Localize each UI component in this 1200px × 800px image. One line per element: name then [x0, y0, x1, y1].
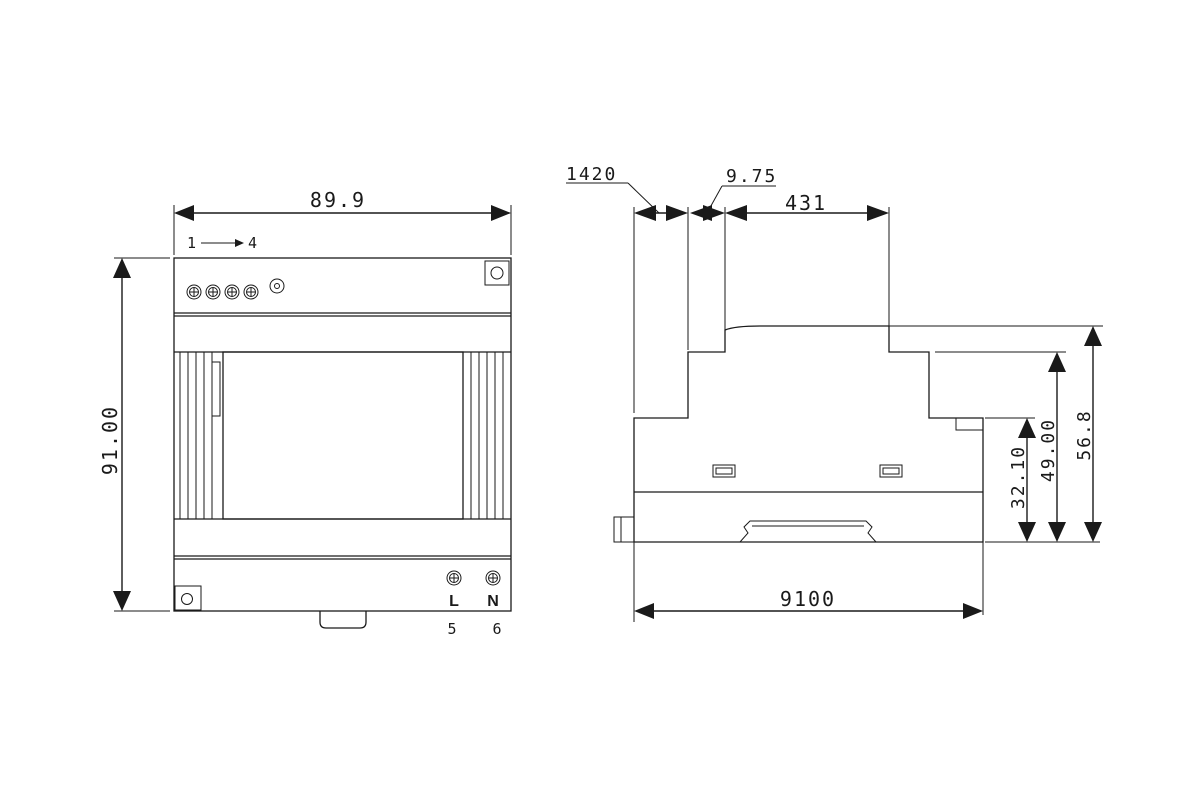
terminal-n-label: N [487, 593, 499, 610]
dim-h3-label: 56.8 [1074, 409, 1095, 460]
input-terminal-l: L 5 [446, 570, 462, 638]
input-terminal-n: N 6 [485, 570, 502, 638]
terminal-screw-icon [205, 284, 221, 300]
side-height-dimensions: 32.10 49.00 56.8 [862, 325, 1103, 543]
terminal-n-number: 6 [492, 620, 501, 638]
terminal-l-number: 5 [447, 620, 456, 638]
dim-b-label: 9.75 [726, 166, 777, 187]
din-rail-channel [739, 520, 877, 543]
adjust-potentiometer-icon [269, 278, 285, 294]
terminal-l-label: L [449, 593, 459, 610]
side-view: 1420 9.75 431 9100 32.10 [566, 164, 1103, 622]
left-vent-ribs [179, 352, 221, 519]
terminal-screw-icon [186, 284, 202, 300]
terminal-range-end: 4 [248, 234, 257, 252]
dim-h1-label: 32.10 [1008, 445, 1029, 509]
dim-a-label: 1420 [566, 164, 617, 185]
front-housing [173, 257, 512, 612]
led-window-icon [174, 585, 202, 611]
terminal-screw-icon [243, 284, 259, 300]
led-window-icon [484, 260, 510, 286]
terminal-screw-icon [224, 284, 240, 300]
dim-h2-label: 49.00 [1038, 418, 1059, 482]
side-slot-icon [879, 464, 903, 478]
dim-total-width-label: 9100 [780, 587, 836, 611]
side-width-dimension: 9100 [633, 542, 984, 622]
front-panel [222, 351, 464, 520]
front-height-dimension: 91.00 [98, 257, 170, 612]
terminal-range-note: 1 4 [187, 234, 257, 252]
terminal-range-start: 1 [187, 234, 196, 252]
dim-c-label: 431 [785, 191, 827, 215]
front-height-label: 91.00 [98, 405, 122, 475]
front-width-dimension: 89.9 [173, 188, 512, 255]
din-clip-tab [319, 611, 367, 629]
side-profile [633, 325, 984, 543]
front-width-label: 89.9 [310, 188, 366, 212]
side-latch [955, 417, 984, 431]
front-view: 89.9 91.00 1 4 [98, 188, 512, 638]
right-vent-ribs [470, 352, 504, 519]
side-slot-icon [712, 464, 736, 478]
output-terminals [186, 278, 285, 300]
side-top-dimensions: 1420 9.75 431 [566, 164, 889, 221]
side-clip [613, 516, 635, 543]
